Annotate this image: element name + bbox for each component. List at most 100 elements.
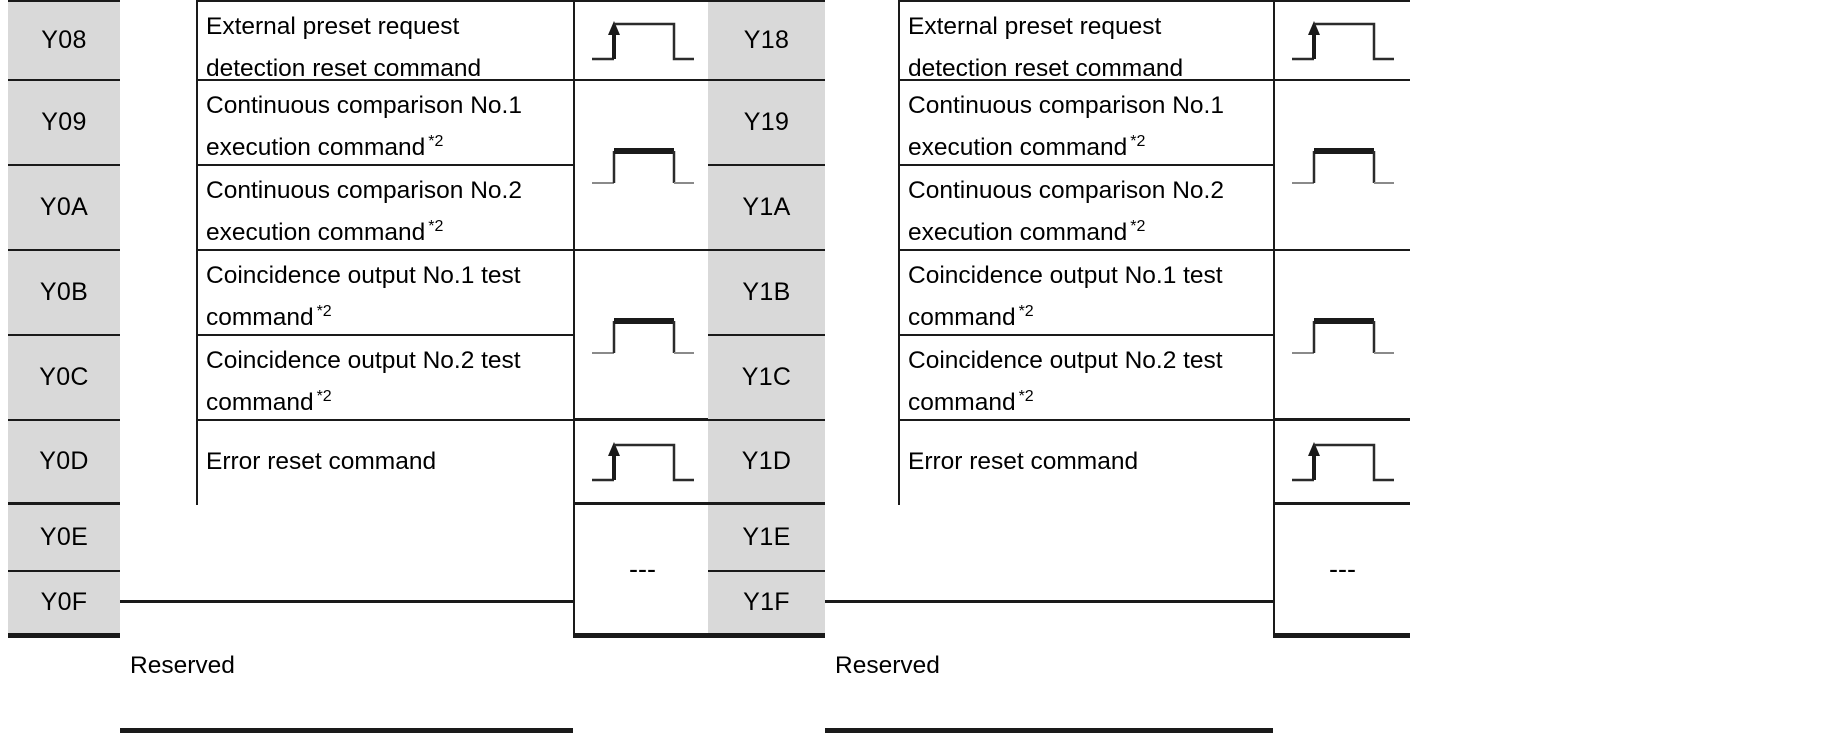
waveform-cell-reserved: ---	[1275, 505, 1410, 638]
footnote-marker: *2	[428, 217, 444, 235]
footnote-marker: *2	[316, 387, 332, 405]
description-text: command	[206, 304, 314, 331]
waveform-cell-shared	[1275, 251, 1410, 421]
signal-cell: Y0D	[8, 421, 120, 505]
footnote-marker: *2	[1130, 217, 1146, 235]
signal-cell: Y1B	[708, 251, 825, 336]
table-grid-right: Y18 Y19 Y1A Y1B Y1C Y1D Y1E Y1F External…	[708, 0, 1660, 733]
description-line: Coincidence output No.2 test	[206, 347, 521, 374]
description-cell: External preset request detection reset …	[198, 0, 573, 82]
signal-cell-reserved: Y1F	[708, 572, 825, 638]
signal-name-column-right: Y18 Y19 Y1A Y1B Y1C Y1D Y1E Y1F	[708, 0, 825, 733]
table-half-left: Y08 Y09 Y0A Y0B Y0C Y0D Y0E Y0F External…	[8, 0, 710, 733]
signal-cell: Y0A	[8, 166, 120, 251]
signal-cell: Y0C	[8, 336, 120, 421]
footnote-marker: *2	[1130, 132, 1146, 150]
rising-edge-pulse-icon	[591, 20, 694, 60]
description-line: Coincidence output No.1 test	[206, 262, 521, 289]
waveform-cell-reserved: ---	[575, 505, 710, 638]
waveform-cell	[1275, 0, 1410, 81]
description-line: execution command*2	[206, 212, 567, 254]
description-cell: Coincidence output No.2 test command*2	[198, 336, 573, 421]
description-cell: Coincidence output No.1 test command*2	[900, 251, 1273, 336]
reserved-label: Reserved	[130, 651, 235, 679]
signal-name-column-left: Y08 Y09 Y0A Y0B Y0C Y0D Y0E Y0F	[8, 0, 120, 733]
description-line: Continuous comparison No.1	[206, 92, 522, 119]
description-cell: Continuous comparison No.2 execution com…	[198, 166, 573, 251]
signal-cell: Y1D	[708, 421, 825, 505]
level-pulse-icon	[1291, 148, 1394, 184]
waveform-cell	[575, 421, 710, 505]
description-cell: Continuous comparison No.1 execution com…	[900, 81, 1273, 166]
signal-cell: Y18	[708, 0, 825, 81]
no-waveform-label: ---	[1329, 553, 1356, 584]
rising-edge-pulse-icon	[1291, 20, 1394, 60]
description-line: Continuous comparison No.1	[908, 92, 1224, 119]
description-line: command*2	[206, 297, 567, 339]
footnote-marker: *2	[316, 302, 332, 320]
description-cell: Continuous comparison No.2 execution com…	[900, 166, 1273, 251]
description-cell: External preset request detection reset …	[900, 0, 1273, 82]
description-line: command*2	[206, 382, 567, 424]
description-line: Coincidence output No.2 test	[908, 347, 1223, 374]
description-line: execution command*2	[908, 212, 1267, 254]
waveform-column-right: ---	[1273, 0, 1660, 638]
description-line: Error reset command	[908, 448, 1139, 475]
description-text: execution command	[206, 134, 426, 161]
description-text: command	[908, 389, 1016, 416]
signal-cell: Y0B	[8, 251, 120, 336]
description-line: Coincidence output No.1 test	[908, 262, 1223, 289]
description-text: execution command	[908, 219, 1128, 246]
waveform-cell-shared	[575, 251, 710, 421]
description-text: execution command	[908, 134, 1128, 161]
description-line: Continuous comparison No.2	[206, 177, 522, 204]
description-line: External preset request	[908, 13, 1162, 40]
description-line: detection reset command	[206, 55, 482, 82]
signal-cell-reserved: Y0E	[8, 505, 120, 572]
table-half-right: Y18 Y19 Y1A Y1B Y1C Y1D Y1E Y1F External…	[708, 0, 1660, 733]
description-cell: Error reset command	[198, 421, 573, 505]
waveform-cell	[1275, 421, 1410, 505]
description-line: execution command*2	[206, 127, 567, 169]
description-text: command	[908, 304, 1016, 331]
rising-edge-pulse-icon	[1291, 441, 1394, 481]
description-line: detection reset command	[908, 55, 1184, 82]
signal-cell: Y1A	[708, 166, 825, 251]
reserved-label: Reserved	[835, 651, 940, 679]
no-waveform-label: ---	[629, 553, 656, 584]
table-grid-left: Y08 Y09 Y0A Y0B Y0C Y0D Y0E Y0F External…	[8, 0, 710, 733]
description-column-left: External preset request detection reset …	[196, 0, 573, 505]
description-line: command*2	[908, 297, 1267, 339]
description-cell: Coincidence output No.1 test command*2	[198, 251, 573, 336]
description-column-right: External preset request detection reset …	[898, 0, 1273, 505]
level-pulse-icon	[591, 148, 694, 184]
rising-edge-pulse-icon	[591, 441, 694, 481]
description-line: Error reset command	[206, 448, 437, 475]
description-text: command	[206, 389, 314, 416]
description-text: execution command	[206, 219, 426, 246]
signal-cell-reserved: Y0F	[8, 572, 120, 638]
signal-cell: Y1C	[708, 336, 825, 421]
description-cell: Continuous comparison No.1 execution com…	[198, 81, 573, 166]
footnote-marker: *2	[428, 132, 444, 150]
signal-cell: Y19	[708, 81, 825, 166]
description-line: Continuous comparison No.2	[908, 177, 1224, 204]
reserved-cell-left: Reserved	[120, 600, 573, 733]
description-cell: Error reset command	[900, 421, 1273, 505]
description-line: command*2	[908, 382, 1267, 424]
level-pulse-icon	[591, 317, 694, 354]
description-cell: Coincidence output No.2 test command*2	[900, 336, 1273, 421]
waveform-cell-shared	[575, 81, 710, 251]
footnote-marker: *2	[1018, 302, 1034, 320]
signal-cell: Y08	[8, 0, 120, 81]
waveform-cell	[575, 0, 710, 81]
waveform-column-left: ---	[573, 0, 710, 638]
footnote-marker: *2	[1018, 387, 1034, 405]
signal-cell-reserved: Y1E	[708, 505, 825, 572]
description-line: External preset request	[206, 13, 460, 40]
signal-cell: Y09	[8, 81, 120, 166]
level-pulse-icon	[1291, 317, 1394, 354]
description-line: execution command*2	[908, 127, 1267, 169]
reserved-cell-right: Reserved	[825, 600, 1273, 733]
